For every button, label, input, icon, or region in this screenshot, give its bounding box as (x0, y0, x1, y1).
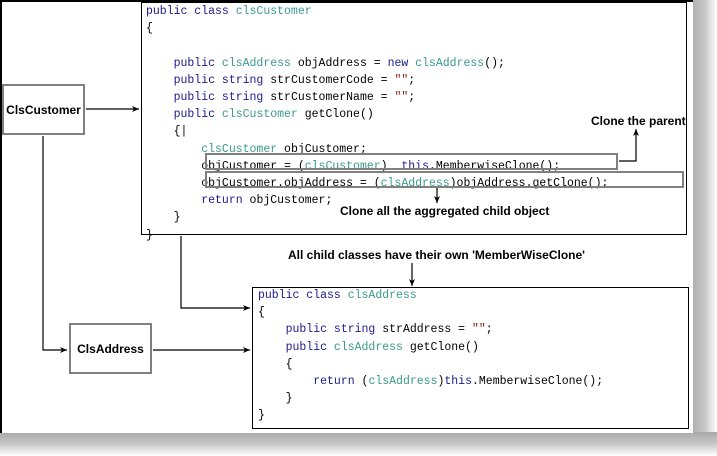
code-token: clsAddress (221, 56, 291, 70)
code-token: clsCustomer (221, 108, 298, 122)
code-line: } (146, 209, 608, 226)
customer-class-code-box: public class clsCustomer { public clsAddr… (141, 2, 687, 242)
code-token: { (146, 22, 153, 36)
cls-customer-label: ClsCustomer (6, 102, 81, 117)
code-line: public string strCustomerCode = ""; (146, 72, 608, 89)
code-token: ) (437, 375, 445, 389)
torn-edge-shadow-right (693, 0, 717, 440)
code-line: public clsAddress objAddress = new clsAd… (146, 55, 608, 72)
code-token: return (313, 375, 355, 389)
code-token: strCustomerName = (270, 91, 395, 105)
cls-customer-node: ClsCustomer (2, 84, 85, 135)
cls-address-label: ClsAddress (77, 341, 144, 356)
code-token: clsCustomer (201, 142, 278, 156)
code-line: public string strAddress = ""; (258, 321, 603, 338)
code-token: clsAddress (333, 340, 403, 354)
code-token: this (444, 375, 472, 389)
code-token: public (146, 56, 222, 70)
code-line: {| (146, 123, 608, 140)
code-line: public clsCustomer getClone() (146, 106, 608, 123)
code-token: getClone() (402, 340, 479, 354)
address-class-code-box: public class clsAddress { public string s… (252, 287, 689, 429)
code-line: return (clsAddress)this.MemberwiseClone(… (258, 373, 603, 390)
code-token: "" (471, 323, 486, 337)
code-token: { (258, 357, 293, 371)
code-token: strCustomerCode = (270, 73, 395, 87)
code-token: objAddress = (290, 56, 388, 70)
code-token: (); (484, 56, 505, 70)
code-line: public class clsAddress (258, 287, 603, 304)
code-token: public string (146, 73, 271, 87)
code-token: ; (485, 323, 493, 337)
code-token: ) (380, 159, 402, 173)
code-token: strAddress = (382, 323, 472, 337)
arrow-customer-to-address (42, 136, 67, 353)
code-line: { (258, 304, 603, 321)
code-line: return objCustomer; (146, 192, 608, 209)
clone-parent-annotation: Clone the parent (591, 114, 686, 128)
code-token: objCustomer; (277, 142, 367, 156)
code-token: ; (408, 73, 416, 87)
code-line: { (258, 356, 603, 373)
code-line: { (146, 20, 608, 37)
code-token: .MemberwiseClone(); (471, 375, 604, 389)
arrow-clone-parent (619, 129, 639, 162)
code-line: public class clsCustomer (146, 3, 608, 20)
code-token: { (258, 306, 265, 320)
code-token: {| (146, 125, 188, 139)
clone-children-annotation: Clone all the aggregated child object (340, 204, 550, 218)
code-token: clsCustomer (235, 5, 312, 18)
child-clone-highlight (205, 171, 684, 188)
code-line: public string strCustomerName = ""; (146, 89, 608, 106)
code-line: } (258, 407, 603, 424)
cls-address-node: ClsAddress (69, 323, 152, 374)
code-line: clsCustomer objCustomer; (146, 141, 608, 158)
code-token: } (146, 211, 181, 225)
code-token: } (258, 392, 293, 406)
code-token: public class (258, 289, 348, 302)
code-token: public (258, 340, 334, 354)
code-token: } (258, 409, 265, 423)
code-token: clsAddress (368, 375, 438, 389)
code-token: clsAddress (347, 289, 417, 302)
code-token: ; (408, 91, 416, 105)
code-line: public clsAddress getClone() (258, 339, 603, 356)
code-token: objCustomer; (242, 194, 333, 208)
code-token: public class (146, 5, 236, 18)
code-token: return (201, 194, 243, 208)
code-token: ( (354, 375, 369, 389)
code-token: new (387, 56, 416, 70)
code-token: } (146, 228, 153, 242)
code-line: } (258, 390, 603, 407)
memberwise-clone-highlight (205, 153, 618, 170)
code-token: "" (394, 91, 409, 105)
code-token: public string (146, 91, 271, 105)
child-classes-annotation: All child classes have their own 'Member… (288, 248, 586, 262)
arrow-customer-code-to-address-code (180, 236, 250, 311)
code-token: getClone() (297, 108, 374, 122)
address-class-code: public class clsAddress { public string s… (258, 287, 603, 425)
code-line: } (146, 227, 608, 244)
code-token: public (146, 108, 222, 122)
code-token: "" (394, 73, 409, 87)
code-token: clsAddress (415, 56, 485, 70)
code-token: public string (258, 323, 383, 337)
torn-edge-shadow-bottom (0, 432, 717, 456)
